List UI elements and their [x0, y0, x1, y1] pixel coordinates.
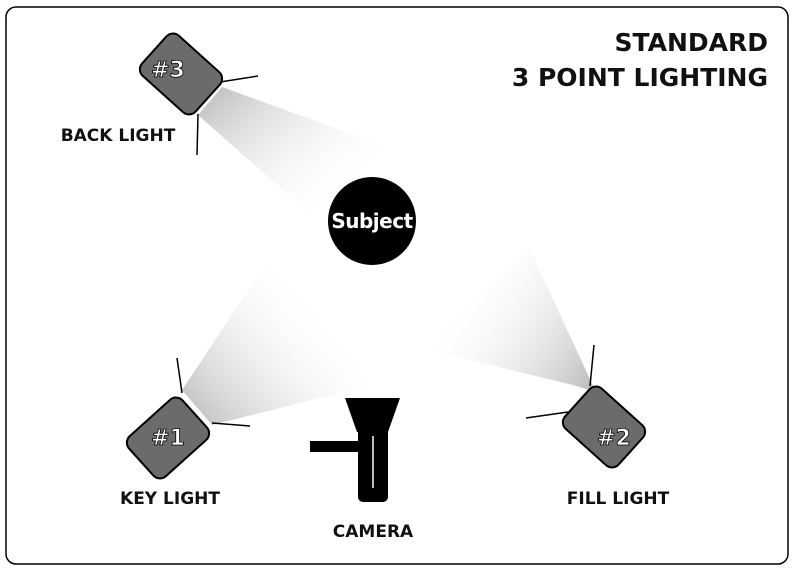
key-light-body — [125, 396, 211, 480]
subject-label: Subject — [331, 209, 413, 233]
key-light: #1 — [125, 357, 251, 480]
back-light-barndoor-bottom — [196, 113, 199, 156]
key-light-barndoor-top — [176, 357, 183, 394]
back-light: #3 — [138, 32, 259, 156]
camera-handle — [310, 441, 360, 452]
subject-circle — [328, 177, 416, 265]
title-line-2: 3 POINT LIGHTING — [512, 63, 768, 92]
key-light-label: KEY LIGHT — [120, 489, 220, 509]
key-light-barndoor-bottom — [211, 422, 251, 427]
fill-light-beam — [420, 250, 596, 392]
camera-label: CAMERA — [333, 522, 414, 542]
back-light-body — [138, 32, 224, 116]
camera-icon — [310, 398, 400, 502]
key-light-beam — [182, 250, 372, 425]
fill-light: #2 — [525, 344, 647, 469]
fill-light-label: FILL LIGHT — [567, 489, 670, 509]
fill-light-barndoor-top — [589, 344, 595, 387]
fill-light-barndoor-bottom — [525, 411, 569, 419]
back-light-label: BACK LIGHT — [61, 126, 176, 146]
key-light-number: #1 — [151, 426, 185, 451]
title-line-1: STANDARD — [615, 28, 769, 57]
back-light-number: #3 — [151, 58, 185, 83]
fill-light-body — [561, 385, 647, 469]
camera-lens-hood — [345, 398, 400, 432]
fill-light-number: #2 — [597, 426, 631, 451]
back-light-barndoor-top — [219, 75, 259, 83]
